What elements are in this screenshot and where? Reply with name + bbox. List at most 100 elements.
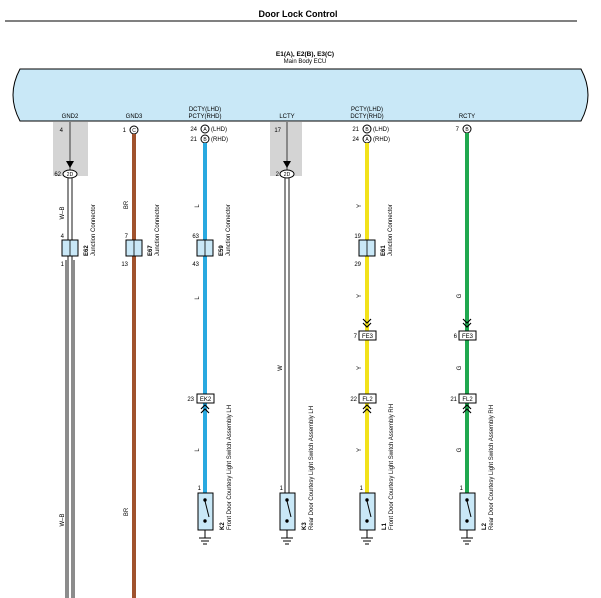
pin-rcty-top: 7	[456, 127, 460, 133]
wire-color-dcty-1: L	[195, 204, 201, 208]
circuit-label-gnd3: GND3	[126, 114, 143, 120]
wire-color-gnd2-1: W–B	[60, 206, 66, 219]
inline-connector-fe3-pcty-label: FE3	[362, 334, 374, 340]
variant-pcty-lhd: (LHD)	[373, 127, 389, 133]
connector-2d-lcty	[279, 169, 295, 179]
connector-b-dcty-label: B	[203, 137, 207, 143]
variant-dcty-lhd: (LHD)	[211, 127, 227, 133]
pin-dcty-rhd: 21	[190, 137, 197, 143]
chevron-fl2-pcty	[362, 404, 372, 414]
connector-b-pcty	[362, 124, 372, 134]
inline-connector-ek2-label: EK2	[200, 397, 212, 403]
pin-pcty-rhd: 24	[352, 137, 359, 143]
circuit-label-rcty: RCTY	[459, 114, 475, 120]
circuit-label-lcty: LCTY	[279, 114, 294, 120]
pin-fl2-pcty: 22	[350, 397, 357, 403]
pin-gnd3-top: 1	[123, 128, 127, 134]
pin-e61-bot: 29	[354, 262, 361, 268]
inline-connector-fl2-pcty-label: FL2	[362, 397, 373, 403]
switch-l1-code: L1	[382, 522, 388, 530]
inline-connector-fe3-rcty	[458, 330, 477, 341]
wire-color-rcty-2: G	[457, 365, 463, 370]
connector-b-pcty-label: B	[365, 127, 369, 133]
wire-color-lcty: W	[278, 365, 284, 371]
wire-color-rcty-3: G	[457, 447, 463, 452]
pin-l2: 1	[460, 486, 464, 492]
ground-l1	[361, 537, 373, 545]
pin-k3: 1	[280, 486, 284, 492]
circuit-label-gnd2: GND2	[62, 114, 79, 120]
chevron-ek2	[200, 404, 210, 414]
wire-color-pcty-2: Y	[357, 294, 363, 298]
switch-l2-code: L2	[482, 522, 488, 530]
connector-a-dcty	[200, 124, 210, 134]
inline-connector-fl2-rcty	[458, 393, 477, 404]
pin-e62-bot: 1	[61, 262, 65, 268]
inline-connector-fl2-rcty-label: FL2	[462, 397, 473, 403]
switch-k3-code: K3	[302, 522, 308, 530]
pin-e67-top: 7	[125, 234, 129, 240]
junction-e62-name: Junction Connector	[91, 204, 97, 256]
pin-fe3-rcty: 6	[454, 334, 458, 340]
pin-e61-top: 19	[354, 234, 361, 240]
chevron-fe3-pcty	[362, 318, 372, 328]
connector-2d-lcty-label: 2D	[284, 172, 291, 178]
circuit-label-dcty-1: DCTY(LHD)	[189, 107, 221, 113]
page-title: Door Lock Control	[259, 9, 338, 19]
pin-lcty-2d: 2	[276, 172, 280, 178]
wire-color-rcty-1: G	[457, 293, 463, 298]
junction-e59-name: Junction Connector	[226, 204, 232, 256]
switch-l1-symbol	[365, 498, 372, 523]
junction-e67-code: E67	[148, 245, 154, 256]
switch-k2-name: Front Door Courtesy Light Switch Assembl…	[227, 405, 233, 530]
switch-l2-symbol	[465, 498, 472, 523]
wire-color-gnd3-1: BR	[124, 200, 130, 209]
inline-connector-ek2	[196, 393, 215, 404]
ecu-name: Main Body ECU	[284, 59, 327, 65]
ground-l2	[461, 537, 473, 545]
shade-lcty	[270, 122, 302, 176]
switch-l1-name: Front Door Courtesy Light Switch Assembl…	[389, 404, 395, 530]
ground-k2	[199, 537, 211, 545]
junction-e61-code: E61	[381, 245, 387, 256]
pin-e67-bot: 13	[121, 262, 128, 268]
pin-fe3-pcty: 7	[354, 334, 358, 340]
junction-e59-code: E59	[219, 245, 225, 256]
circuit-label-dcty-2: PCTY(RHD)	[189, 114, 222, 120]
wire-color-gnd2-2: W–B	[60, 513, 66, 526]
pin-e62-top: 4	[61, 234, 65, 240]
circuit-label-pcty-1: PCTY(LHD)	[351, 107, 383, 113]
ecu-body	[12, 68, 589, 122]
pin-dcty-lhd: 24	[190, 127, 197, 133]
wire-color-dcty-3: L	[195, 448, 201, 452]
pin-lcty-top: 17	[274, 128, 281, 134]
inline-connector-fe3-pcty	[358, 330, 377, 341]
pin-l1: 1	[360, 486, 364, 492]
circuit-label-pcty-2: DCTY(RHD)	[350, 114, 383, 120]
switch-k2-symbol	[203, 498, 210, 523]
arrow-gnd2	[66, 161, 74, 168]
pin-pcty-lhd: 21	[352, 127, 359, 133]
switch-k2-code: K2	[220, 522, 226, 530]
junction-e67-name: Junction Connector	[155, 204, 161, 256]
pin-ek2: 23	[187, 397, 194, 403]
pin-e59-bot: 43	[192, 262, 199, 268]
wire-color-dcty-2: L	[195, 296, 201, 300]
pin-e59-top: 63	[192, 234, 199, 240]
switch-k3-name: Rear Door Courtesy Light Switch Assembly…	[309, 406, 315, 530]
connector-b-rcty-label: B	[465, 127, 469, 133]
wire-color-gnd3-2: BR	[124, 507, 130, 516]
connector-a-dcty-label: A	[203, 127, 207, 133]
chevron-fe3-rcty	[462, 318, 472, 328]
wire-color-pcty-3: Y	[357, 366, 363, 370]
pin-gnd2-2d: 62	[54, 172, 61, 178]
inline-connector-fl2-pcty	[358, 393, 377, 404]
variant-pcty-rhd: (RHD)	[373, 137, 390, 143]
ecu-code: E1(A), E2(B), E3(C)	[276, 51, 334, 58]
pin-gnd2-top: 4	[60, 128, 64, 134]
arrow-lcty	[283, 161, 291, 168]
switch-l2-name: Rear Door Courtesy Light Switch Assembly…	[489, 405, 495, 530]
inline-connector-fe3-rcty-label: FE3	[462, 334, 474, 340]
connector-a-pcty-label: A	[365, 137, 369, 143]
